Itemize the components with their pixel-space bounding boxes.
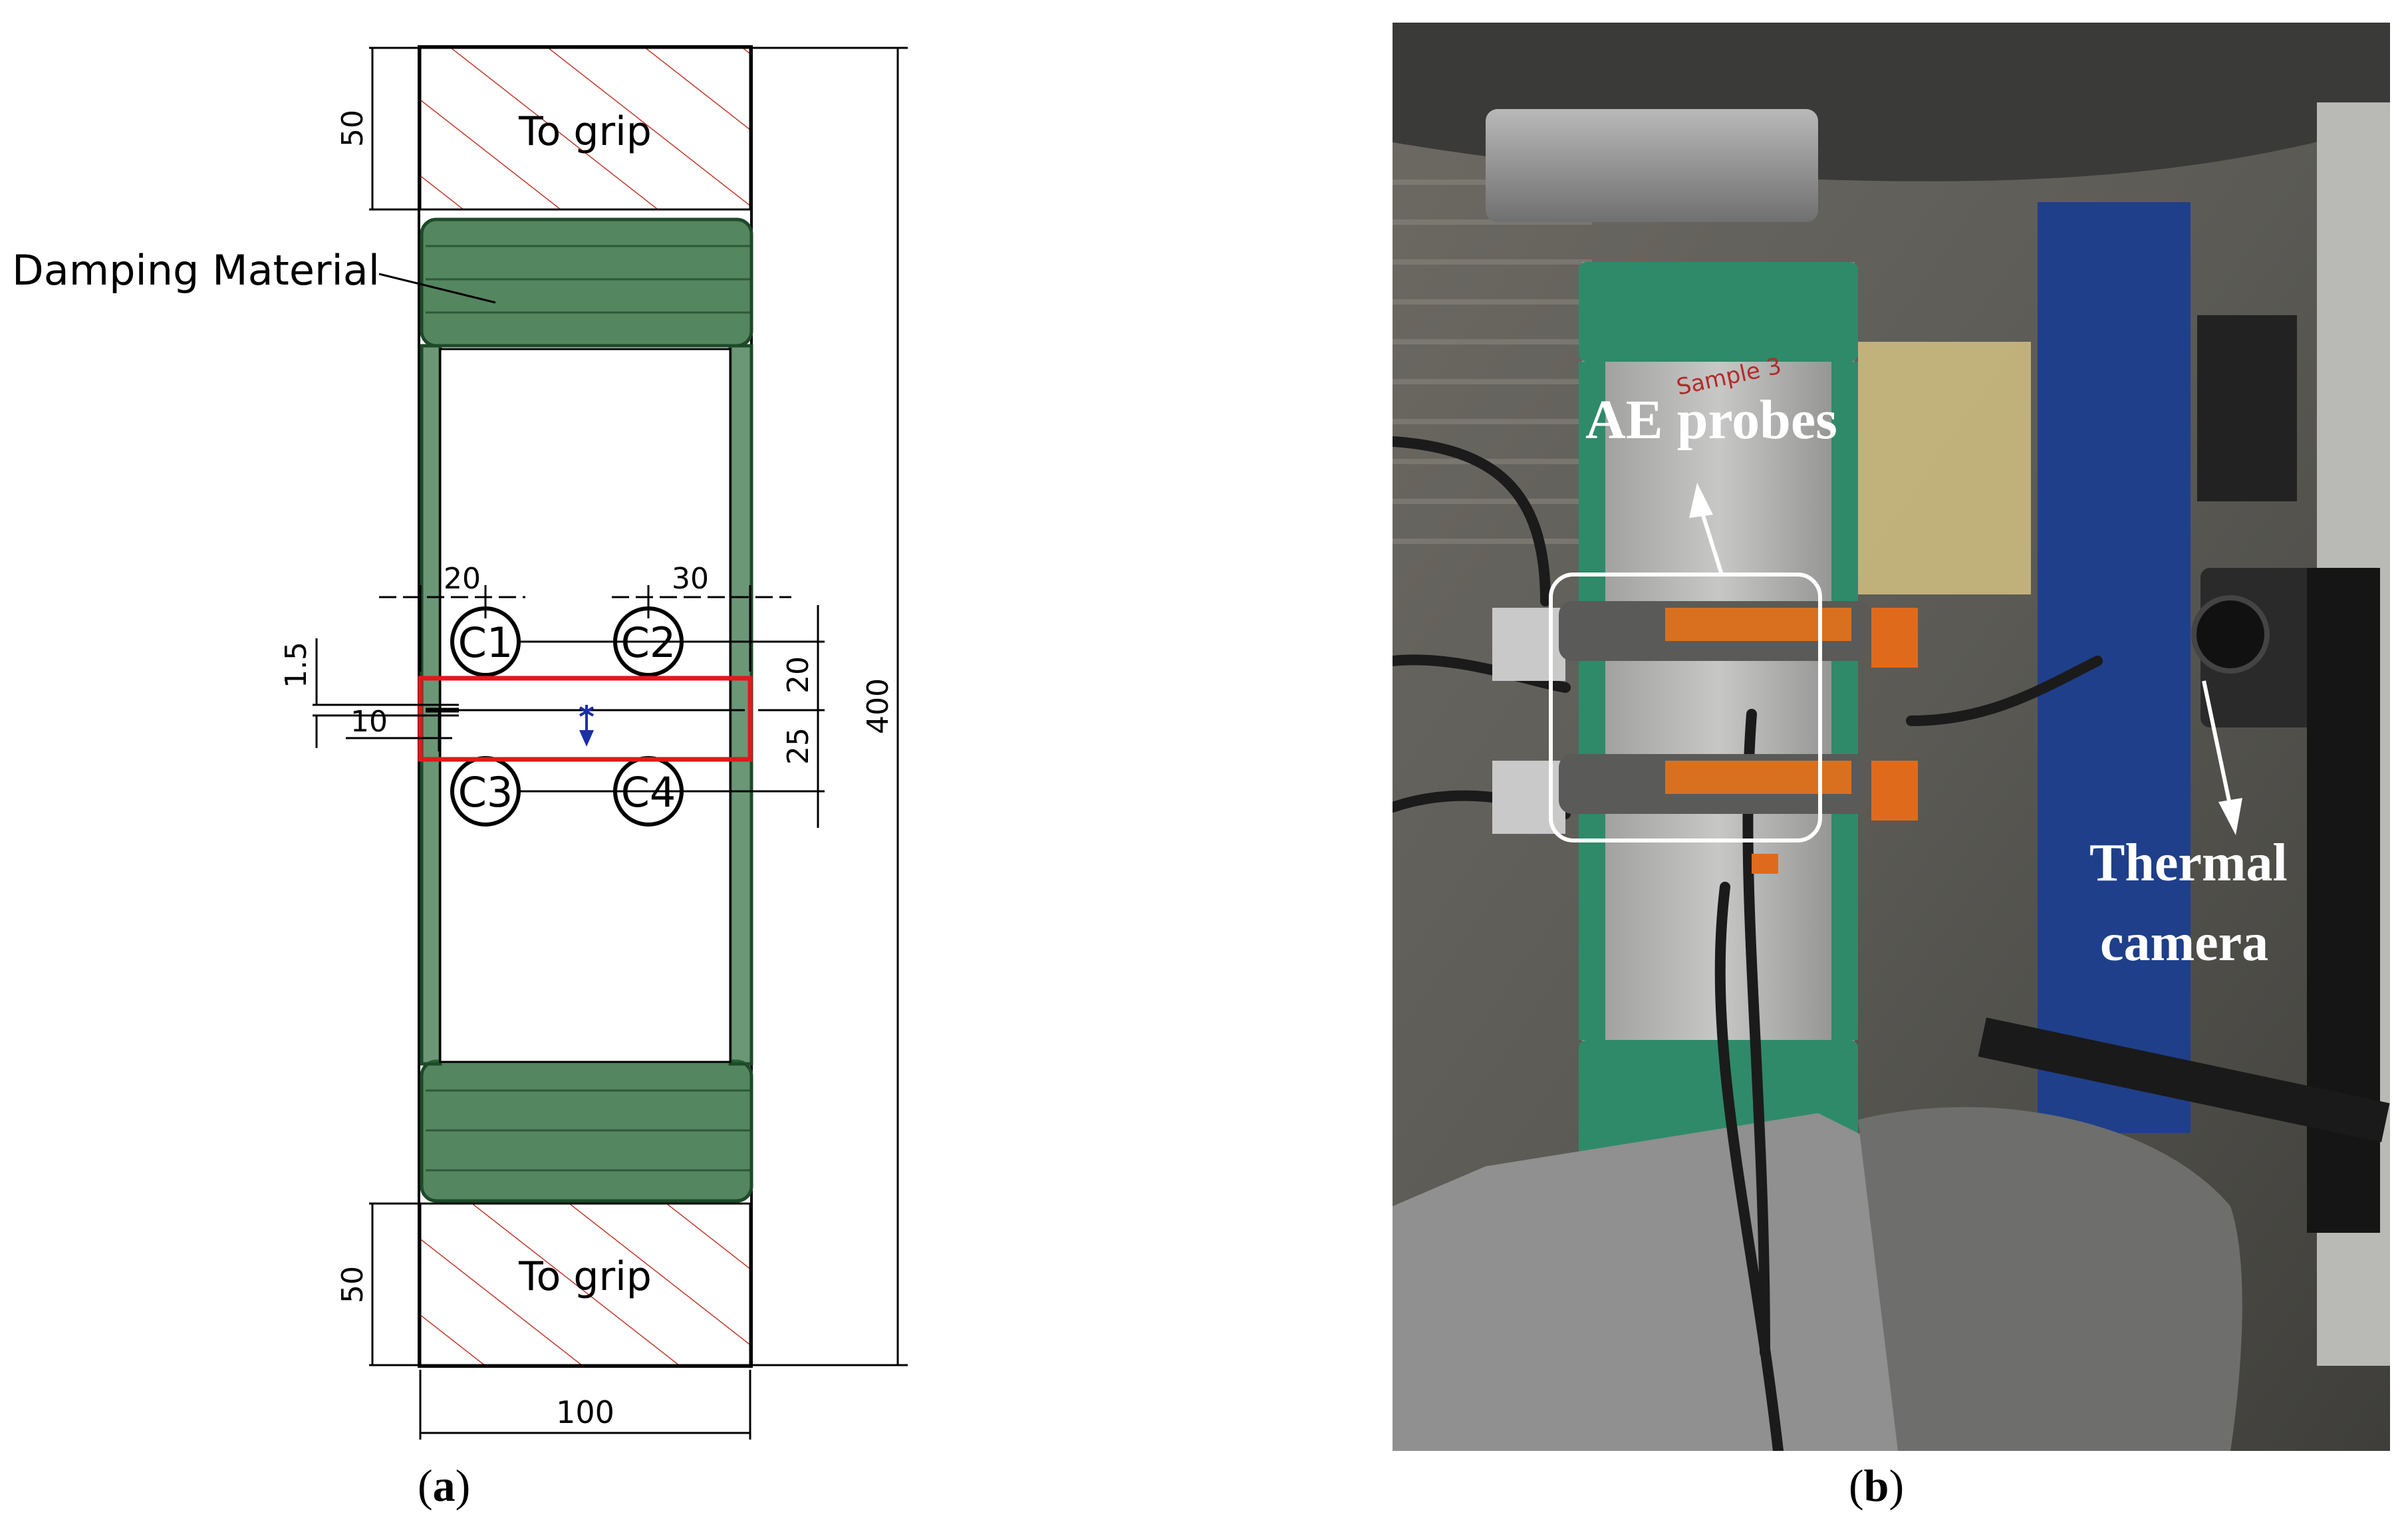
sensor-c3: C3 xyxy=(450,756,521,827)
svg-text:C3: C3 xyxy=(458,768,513,817)
dim-width xyxy=(419,1370,751,1440)
dim-notch-length xyxy=(346,711,452,751)
grip-zone-top xyxy=(419,47,751,211)
region-of-interest-box xyxy=(418,676,753,762)
center-mark xyxy=(579,705,595,747)
dim-grip-bottom-label: 50 xyxy=(336,1266,370,1303)
dim-grip-top xyxy=(369,47,419,211)
thermal-camera-label-line1: Thermal xyxy=(2089,834,2288,892)
ae-probes-label: AE probes xyxy=(1585,389,1837,451)
dim-total-height xyxy=(753,47,908,1366)
dim-c1-offset-label: 20 xyxy=(444,562,481,596)
caption-a: (a) xyxy=(418,1460,471,1511)
specimen-drawing: C1 C2 C3 C4 xyxy=(12,45,908,1440)
dim-notch-gap-label: 1.5 xyxy=(279,642,313,688)
damping-leader xyxy=(378,273,496,304)
dim-grip-top-label: 50 xyxy=(336,110,370,147)
dim-sensor-spacing xyxy=(758,605,825,828)
dim-grip-bottom xyxy=(369,1202,419,1366)
experimental-setup-photo: Sample 3 xyxy=(1393,23,2390,1451)
probe-highlight-box xyxy=(1549,573,1822,842)
grip-bottom-label: To grip xyxy=(518,1253,652,1300)
thermal-camera-body xyxy=(1978,315,2390,1233)
caption-b: (b) xyxy=(1849,1460,1905,1511)
thermal-camera-label-line2: camera xyxy=(2100,914,2268,972)
dim-total-height-label: 400 xyxy=(861,678,895,734)
dim-c2-offset xyxy=(612,585,791,672)
damping-material-label: Damping Material xyxy=(12,246,380,295)
svg-text:C1: C1 xyxy=(458,618,513,667)
dim-c2-offset-label: 30 xyxy=(672,562,709,596)
dim-c1-offset xyxy=(379,585,525,672)
dim-notch-length-label: 10 xyxy=(350,705,388,739)
dim-lower-spacing-label: 25 xyxy=(781,727,815,765)
dim-upper-spacing-label: 20 xyxy=(781,656,815,694)
grip-zone-bottom xyxy=(419,1202,751,1366)
grip-top-label: To grip xyxy=(518,108,652,155)
dim-notch-gap xyxy=(313,638,459,748)
dim-width-label: 100 xyxy=(556,1394,614,1430)
